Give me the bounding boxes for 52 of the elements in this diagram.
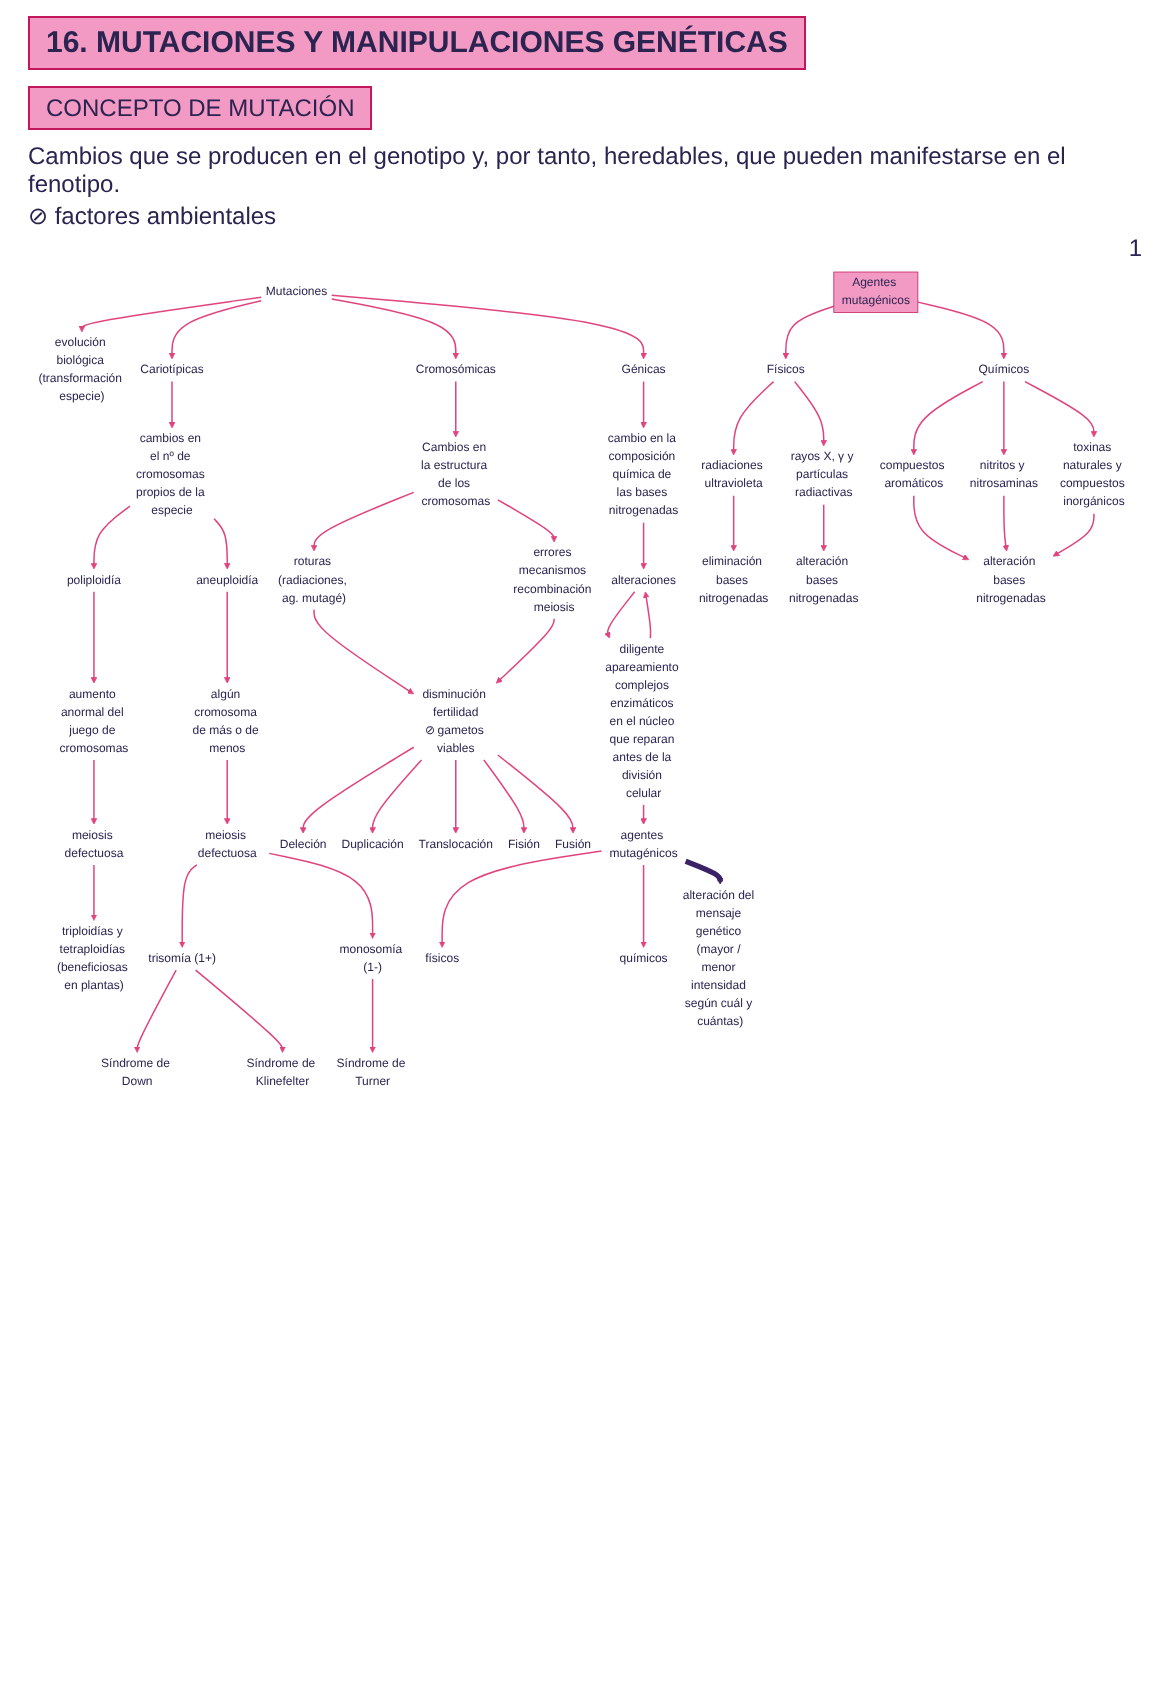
arrow [168,300,262,360]
arrow [910,380,984,456]
arrow [730,494,737,552]
arrow [90,759,98,825]
arrow [452,759,460,834]
arrow [483,759,528,834]
arrow [643,591,652,640]
section-heading: CONCEPTO DE MUTACIÓN [28,86,373,130]
arrow [640,380,647,429]
arrow [194,969,286,1053]
arrow [1052,512,1095,557]
arrow [1000,380,1008,456]
arrow [604,591,636,639]
arrow [730,380,775,456]
arrow [452,380,460,438]
arrow [495,618,555,684]
arrow [268,852,376,939]
arrow [78,296,262,333]
arrow [90,591,98,684]
arrow [640,804,647,825]
arrow [497,499,558,543]
arrow [178,864,198,948]
arrow [684,858,724,885]
arrow [133,969,177,1053]
arrow [223,759,231,825]
arrow [640,864,647,948]
arrow [90,505,131,570]
arrow [1024,380,1098,438]
arrow [299,746,415,834]
arrow [213,518,231,570]
arrow [438,850,603,948]
arrow [1002,494,1010,552]
arrow [168,380,176,429]
arrow [223,591,231,684]
note-text: ⊘ factores ambientales [28,202,279,230]
arrow [313,609,415,695]
definition-text: Cambios que se producen en el genotipo y, por tanto, heredables, que pueden manifestarse en el fenotipo. [28,142,1068,198]
arrow [917,301,1008,360]
arrow [90,864,98,921]
arrow [369,978,376,1053]
arrow [310,491,415,552]
arrow [330,298,460,360]
arrow [793,380,828,447]
arrow [497,754,577,834]
arrow [820,503,828,552]
arrow [369,759,423,834]
title-banner: 16. MUTACIONES Y MANIPULACIONES GENÉTICAS [28,16,806,70]
arrow [330,294,647,360]
page-number: 1 [1126,234,1142,262]
arrow [913,494,970,561]
arrow [640,521,647,570]
arrow [782,305,835,360]
